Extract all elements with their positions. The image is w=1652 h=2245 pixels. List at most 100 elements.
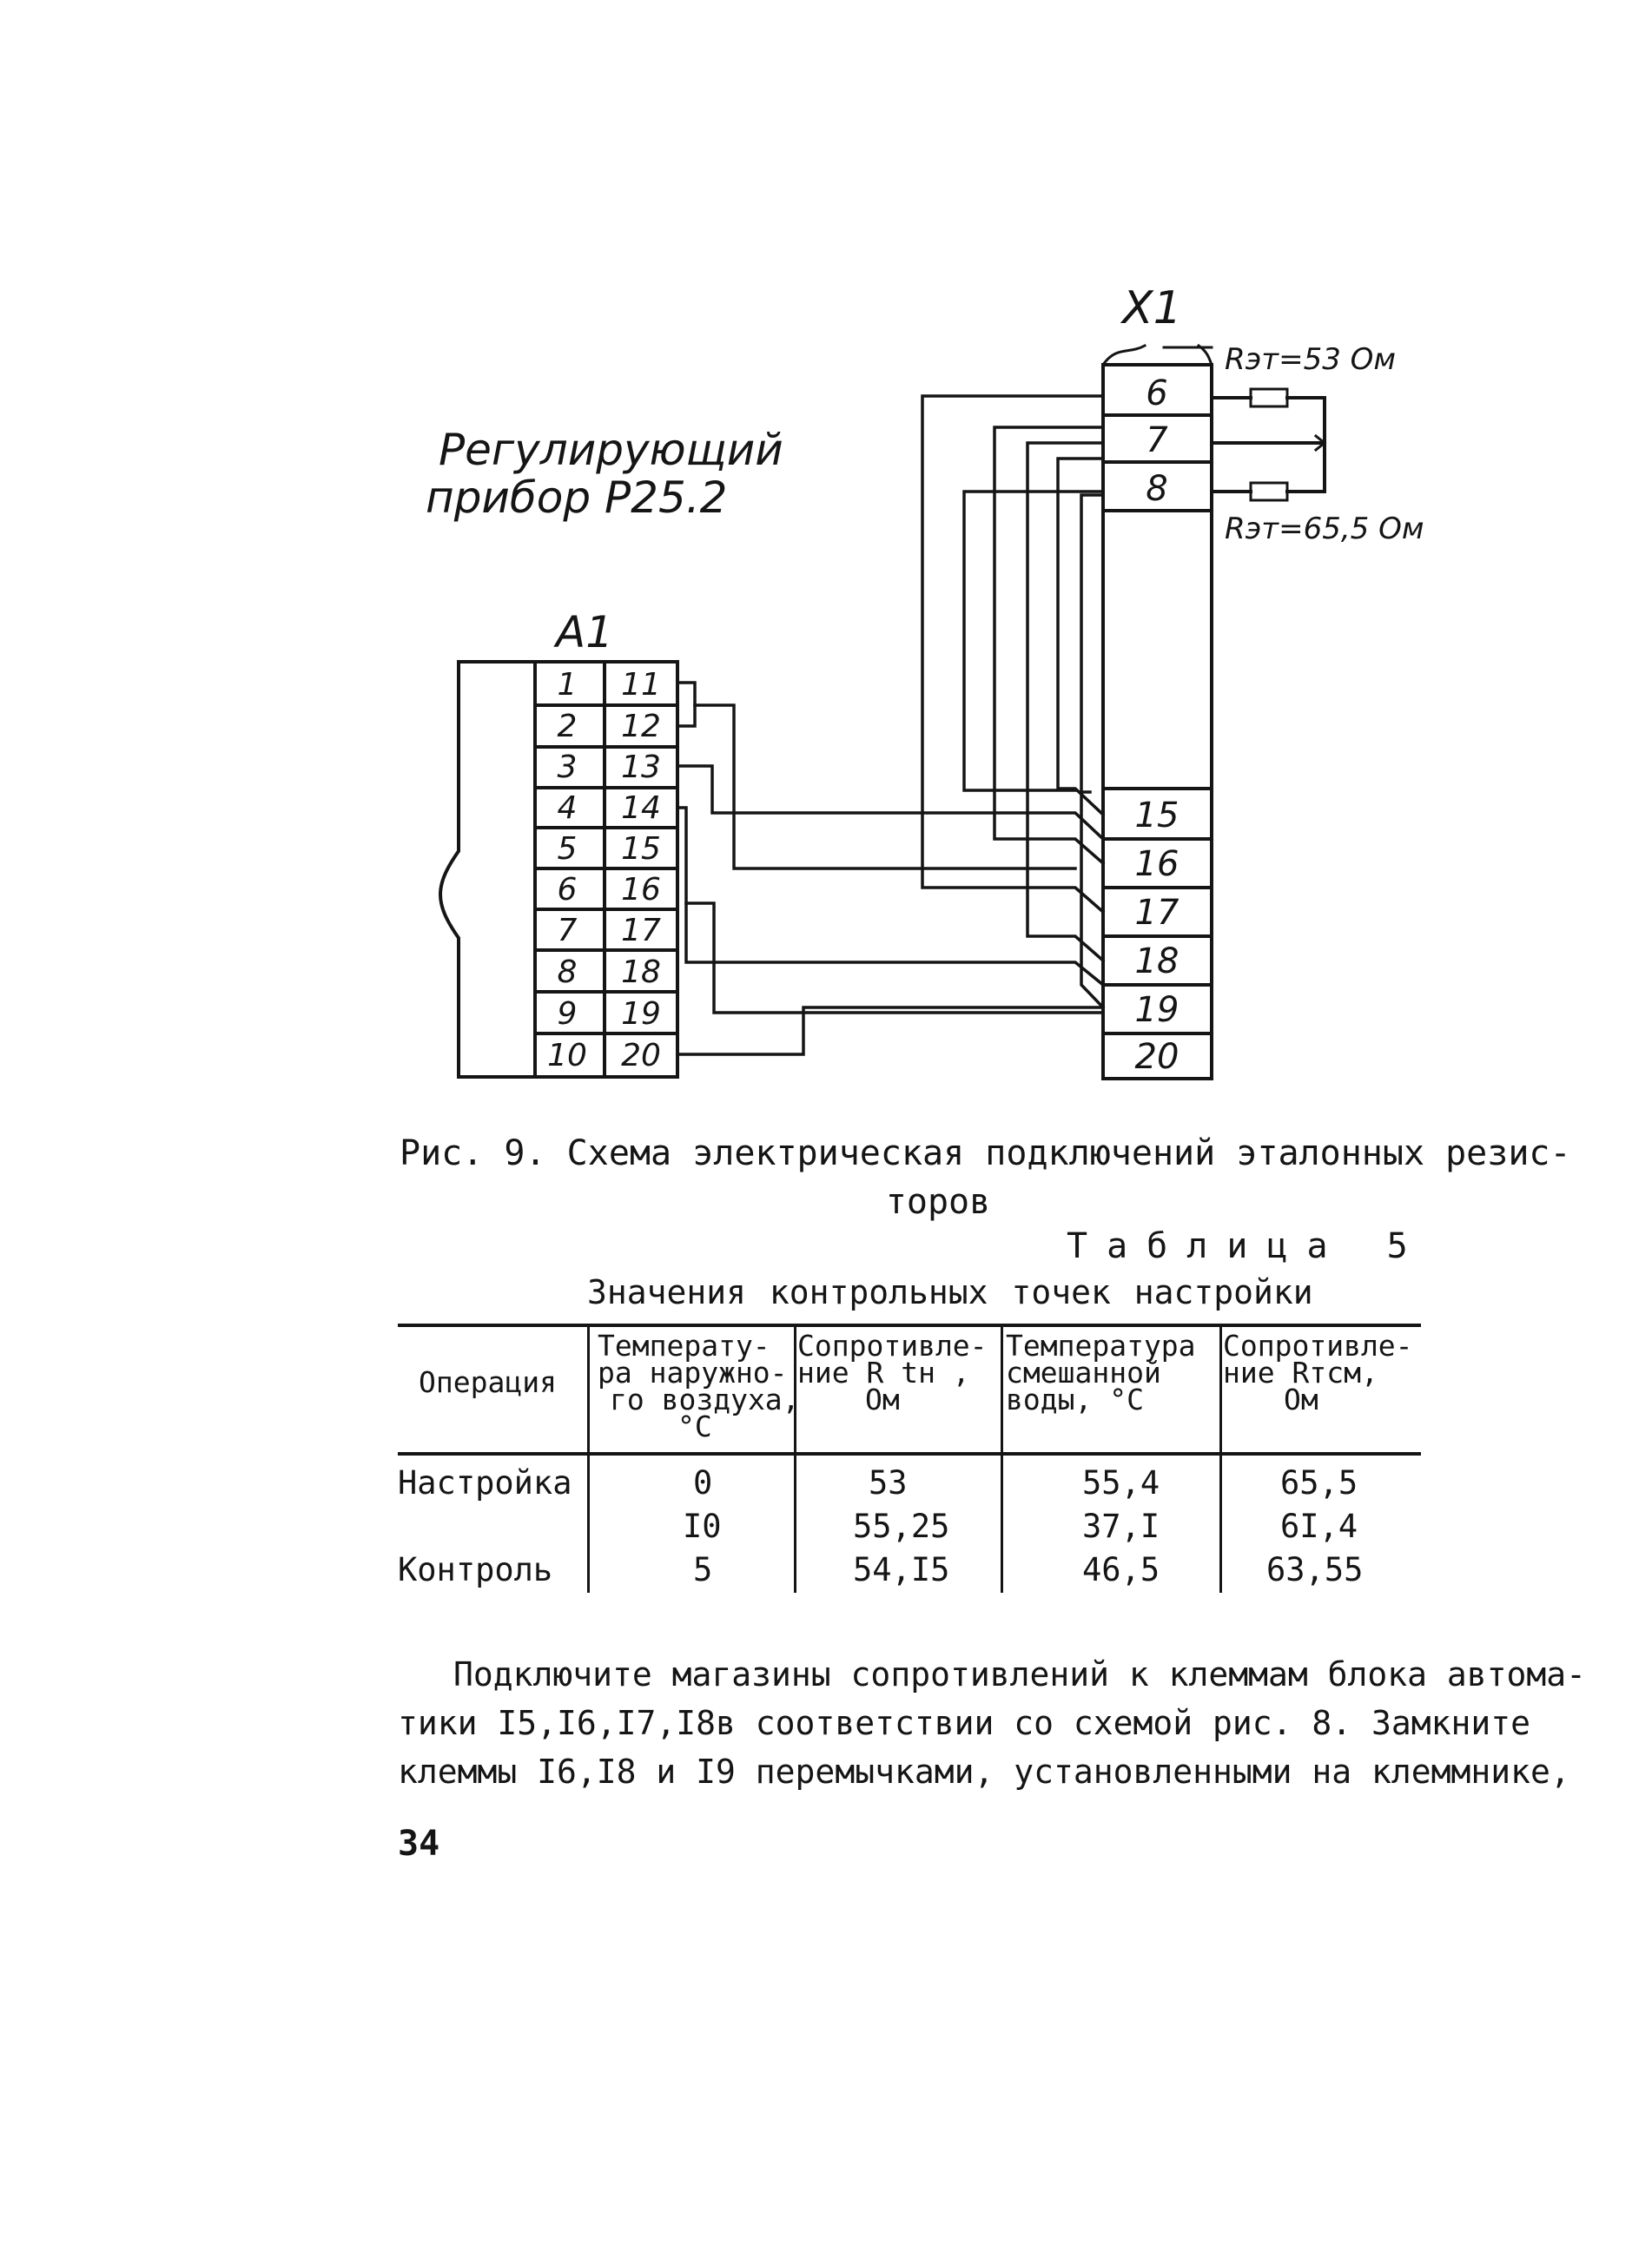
x1-terminal-6: 6 — [1146, 373, 1167, 413]
a1-terminal-12: 12 — [621, 709, 661, 744]
table-divider — [587, 1327, 590, 1452]
x1-terminal-16: 16 — [1135, 844, 1180, 884]
row-1-water-temp: 55,4 — [1082, 1464, 1160, 1502]
connection-wires — [676, 394, 1106, 1056]
a1-terminal-15: 15 — [621, 831, 661, 867]
row-2-outdoor-temp: I0 — [683, 1508, 722, 1545]
row-1-rtsm: 65,5 — [1280, 1464, 1358, 1502]
row-3-outdoor-temp: 5 — [693, 1551, 713, 1588]
resistor-top — [1249, 387, 1289, 408]
a1-terminal-6: 6 — [558, 872, 578, 908]
header-mixed-water-temp: Температура смешанной воды, °С — [1006, 1329, 1196, 1416]
a1-terminal-18: 18 — [621, 954, 661, 990]
resistor-bottom-label: Rэт=65,5 Ом — [1225, 512, 1424, 546]
paragraph-line3: клеммы I6,I8 и I9 перемычками, установле… — [398, 1753, 1570, 1791]
header-line: ние R tн , — [797, 1356, 970, 1390]
device-label-line1: Регулирующий — [439, 425, 783, 475]
a1-terminal-8: 8 — [558, 954, 578, 990]
table-divider — [1001, 1327, 1003, 1452]
a1-terminal-20: 20 — [621, 1038, 661, 1073]
row-3-rtn: 54,I5 — [853, 1551, 950, 1588]
a1-terminal-11: 11 — [621, 667, 661, 703]
table-divider — [794, 1456, 796, 1593]
x1-terminal-20: 20 — [1135, 1037, 1180, 1077]
header-line: Температу- — [598, 1329, 770, 1363]
table-top-rule — [398, 1324, 1421, 1327]
header-line: Ом — [1284, 1383, 1318, 1416]
x1-terminal-17: 17 — [1135, 893, 1180, 933]
a1-terminal-16: 16 — [621, 872, 661, 908]
a1-terminal-17: 17 — [621, 913, 661, 948]
row-2-rtsm: 6I,4 — [1280, 1508, 1358, 1545]
row-3-operation: Контроль — [398, 1551, 553, 1588]
body-paragraph: Подключите магазины сопротивлений к клем… — [398, 1650, 1587, 1796]
a1-terminal-9: 9 — [558, 996, 578, 1032]
terminal-block-x1 — [1100, 343, 1213, 1080]
resistor-bottom — [1249, 481, 1289, 502]
header-line: °С — [677, 1410, 712, 1443]
table-divider — [1219, 1327, 1222, 1452]
header-line: Сопротивле- — [797, 1329, 988, 1363]
a1-terminal-1: 1 — [558, 667, 578, 703]
device-a1-outline — [439, 660, 537, 1079]
x1-terminal-7: 7 — [1146, 420, 1168, 460]
figure-caption-line1: Рис. 9. Схема электрическая подключений … — [400, 1133, 1571, 1173]
row-2-water-temp: 37,I — [1082, 1508, 1160, 1545]
row-3-rtsm: 63,55 — [1266, 1551, 1364, 1588]
table-divider — [1001, 1456, 1003, 1593]
table-divider — [587, 1456, 590, 1593]
header-operation-text: Операция — [419, 1365, 557, 1399]
header-resistance-rtn: Сопротивле- ние R tн , Ом — [797, 1329, 988, 1416]
x1-terminal-19: 19 — [1135, 990, 1180, 1030]
row-1-operation: Настройка — [398, 1464, 572, 1502]
table-divider — [1219, 1456, 1222, 1593]
a1-terminal-3: 3 — [558, 749, 578, 785]
header-line: воды, °С — [1006, 1383, 1144, 1416]
block-a1-label: А1 — [553, 607, 613, 657]
device-label-line2: прибор Р25.2 — [426, 472, 727, 523]
x1-terminal-labels: 6 7 8 15 16 17 18 19 20 — [1135, 373, 1180, 1077]
x1-terminal-8: 8 — [1146, 469, 1167, 509]
a1-terminal-2: 2 — [558, 709, 578, 744]
a1-terminal-19: 19 — [621, 996, 661, 1032]
block-x1-label: Х1 — [1120, 282, 1182, 334]
row-1-rtn: 53 — [869, 1464, 908, 1502]
table-subtitle: Значения контрольных точек настройки — [587, 1273, 1313, 1311]
x1-terminal-15: 15 — [1135, 796, 1180, 835]
data-table: Операция Температу- ра наружно- го возду… — [398, 1324, 1421, 1601]
a1-terminal-13: 13 — [621, 749, 661, 785]
header-line: го воздуха, — [610, 1383, 800, 1416]
header-outdoor-temp: Температу- ра наружно- го воздуха, °С — [598, 1329, 800, 1443]
resistor-top-label: Rэт=53 Ом — [1225, 342, 1396, 377]
a1-terminal-10: 10 — [547, 1038, 587, 1073]
paragraph-line1: Подключите магазины сопротивлений к клем… — [453, 1655, 1587, 1694]
a1-right-terminal-labels: 11 12 13 14 15 16 17 18 19 20 — [621, 667, 661, 1073]
a1-terminal-5: 5 — [558, 831, 578, 867]
a1-terminal-4: 4 — [558, 790, 578, 826]
paragraph-line2: тики I5,I6,I7,I8в соответствии со схемой… — [398, 1704, 1531, 1742]
header-line: Ом — [865, 1383, 900, 1416]
a1-terminal-7: 7 — [558, 913, 578, 948]
page-number: 34 — [398, 1824, 440, 1864]
reference-resistors — [1210, 387, 1327, 502]
table-header-rule — [398, 1452, 1421, 1456]
figure-caption: Рис. 9. Схема электрическая подключений … — [400, 1129, 1571, 1226]
header-line: Сопротивле- — [1223, 1329, 1413, 1363]
wiring-diagram: Регулирующий прибор Р25.2 А1 1 2 3 4 5 6… — [426, 282, 1424, 1080]
header-line: Температура — [1006, 1329, 1196, 1363]
a1-terminal-14: 14 — [621, 790, 661, 826]
table-divider — [794, 1327, 796, 1452]
row-2-rtn: 55,25 — [853, 1508, 950, 1545]
a1-left-terminal-labels: 1 2 3 4 5 6 7 8 9 10 — [547, 667, 587, 1073]
terminal-block-a1 — [533, 660, 679, 1079]
header-line: ние Rтсм, — [1223, 1356, 1378, 1390]
figure-caption-line2: торов — [885, 1182, 991, 1222]
x1-terminal-18: 18 — [1135, 941, 1180, 981]
row-1-outdoor-temp: 0 — [693, 1464, 713, 1502]
row-3-water-temp: 46,5 — [1082, 1551, 1160, 1588]
table-title: Таблица 5 — [1067, 1226, 1427, 1266]
header-resistance-rtsm: Сопротивле- ние Rтсм, Ом — [1223, 1329, 1413, 1416]
header-line: смешанной — [1006, 1356, 1161, 1390]
header-operation: Операция — [419, 1365, 557, 1399]
header-line: ра наружно- — [598, 1356, 788, 1390]
